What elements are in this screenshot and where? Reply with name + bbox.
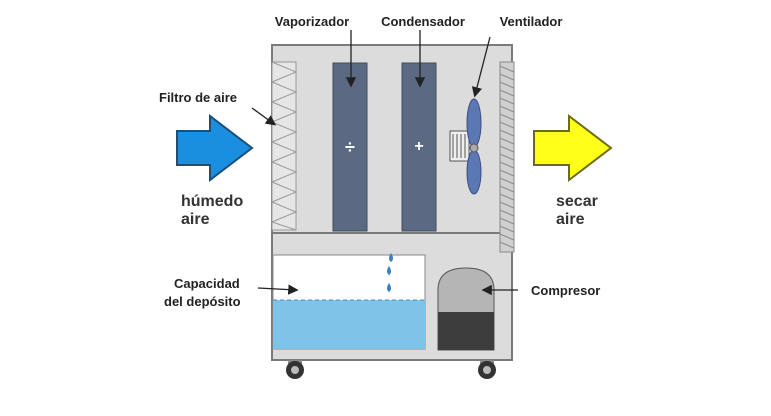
compressor [437,267,495,351]
inlet-air-arrow [176,113,254,183]
water-tank [272,254,426,350]
label-secar: secar [556,193,598,210]
evaporator-symbol: ÷ [345,137,355,157]
label-compresor: Compresor [531,283,601,298]
evaporator-coil [332,62,368,232]
air-filter [270,61,298,231]
wheel-left [286,360,304,379]
label-vaporizador: Vaporizador [274,14,350,29]
condenser-coil [401,62,437,232]
label-ventilador: Ventilador [499,14,563,29]
wheel-right [478,360,496,379]
water-level [273,300,425,349]
label-capacidad: Capacidad [174,276,240,291]
label-condensador: Condensador [381,14,465,29]
water-drops [387,253,393,292]
fan [449,98,482,195]
label-del-deposito: del depósito [164,294,241,309]
pointer-ventilador [471,36,491,98]
label-humedo: húmedo [181,193,244,210]
pointer-capacidad [257,284,299,295]
label-filtro-de-aire: Filtro de aire [159,90,238,105]
condenser-symbol: + [414,138,423,155]
pointer-filtro [251,107,277,126]
label-secar-aire: aire [556,211,585,228]
outlet-grille [499,61,515,253]
label-humedo-aire: aire [181,211,210,228]
outlet-air-arrow [533,113,613,183]
